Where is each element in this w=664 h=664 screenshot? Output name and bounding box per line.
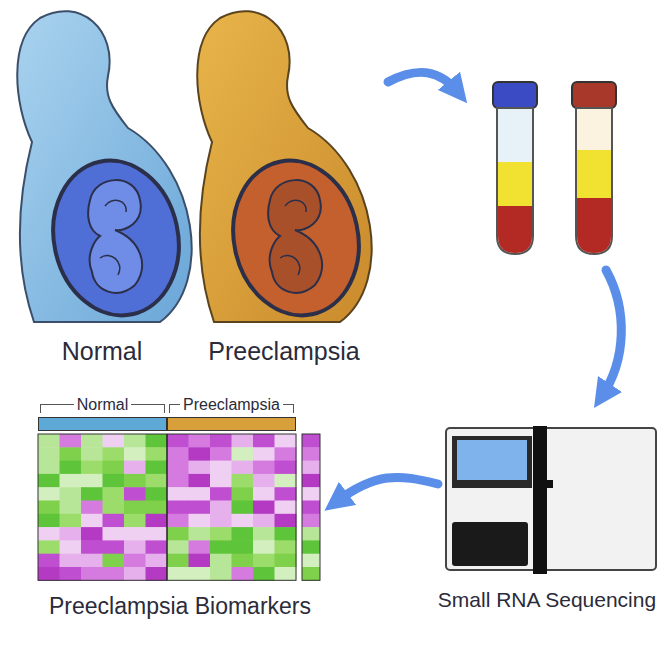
group-bar (167, 417, 296, 431)
group-header: Normal (38, 396, 167, 434)
preeclampsia-figure (197, 11, 373, 327)
flow-arrow (336, 477, 438, 502)
node-label: Preeclampsia Biomarkers (49, 593, 311, 620)
group-bar (38, 417, 167, 431)
node-label: Preeclampsia (208, 337, 359, 366)
node-label: Normal (62, 337, 143, 366)
figure-node: Normal (4, 8, 200, 366)
node-label: Normal (74, 396, 132, 414)
group-header: Preeclampsia (167, 396, 296, 434)
sequencer (446, 426, 656, 574)
heatmap-node: Preeclampsia Biomarkers Normal Preeclampsi… (30, 392, 330, 620)
flow-arrow (602, 270, 621, 396)
figure-node: Preeclampsia (184, 8, 384, 366)
normal-figure (17, 11, 193, 327)
instrument-node: Small RNA Sequencing (432, 424, 662, 612)
heatmap (38, 434, 320, 581)
blood-tubes (493, 82, 616, 254)
flow-arrow (388, 72, 458, 92)
node-label: Preeclampsia (180, 396, 283, 414)
node-label: Small RNA Sequencing (438, 588, 656, 612)
